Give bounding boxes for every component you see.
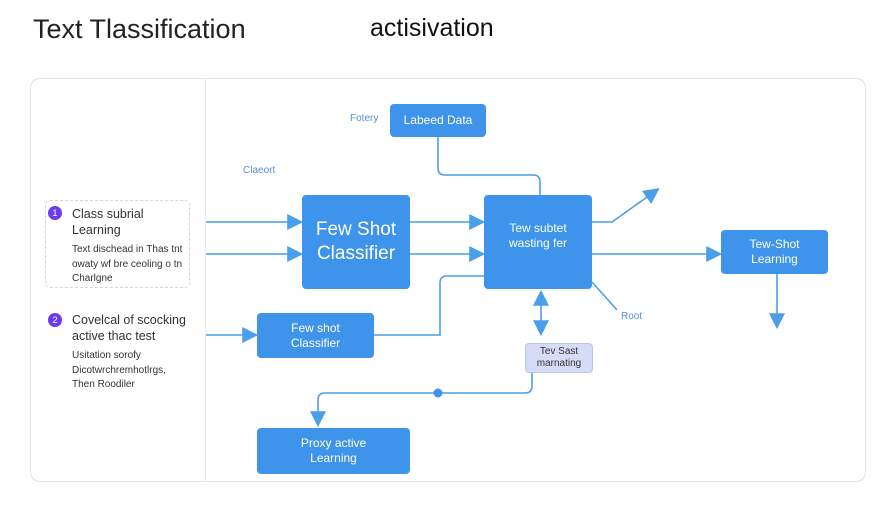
divider bbox=[205, 79, 206, 481]
label-root: Root bbox=[621, 311, 643, 322]
sidebar-item-body-2: Usitation sorofy Dicotwrchremhotlrgs, Th… bbox=[72, 350, 166, 390]
node-proxy-active-learning[interactable]: Proxy active Learning bbox=[257, 428, 410, 474]
step-badge-2: 2 bbox=[48, 313, 62, 327]
node-few-shot-learning[interactable]: Tew-Shot Learning bbox=[721, 230, 828, 274]
page-title: Text Tlassification bbox=[33, 14, 246, 44]
node-few-shot-classifier-small[interactable]: Few shot Classifier bbox=[257, 313, 374, 358]
node-test-marnating[interactable]: Tev Sast marnating bbox=[525, 343, 593, 373]
diagram-panel bbox=[30, 78, 866, 482]
sidebar-item-heading-1: Class subrial Learning bbox=[72, 207, 144, 238]
sidebar-item-body-1: Text dischead in Thas tnt owaty wf bre c… bbox=[72, 244, 183, 284]
node-labeled-data[interactable]: Labeed Data bbox=[390, 104, 486, 137]
sidebar-card-1 bbox=[45, 200, 190, 288]
label-fotery: Fotery bbox=[350, 113, 379, 124]
page-subtitle: actisivation bbox=[370, 14, 494, 42]
label-claeort: Claeort bbox=[243, 165, 276, 176]
junction-dot bbox=[433, 388, 443, 398]
sidebar-item-heading-2: Covelcal of scocking active thac test bbox=[72, 313, 186, 344]
step-badge-1: 1 bbox=[48, 206, 62, 220]
node-few-subset[interactable]: Tew subtet wasting fer bbox=[484, 195, 592, 289]
node-few-shot-classifier[interactable]: Few Shot Classifier bbox=[302, 195, 410, 289]
